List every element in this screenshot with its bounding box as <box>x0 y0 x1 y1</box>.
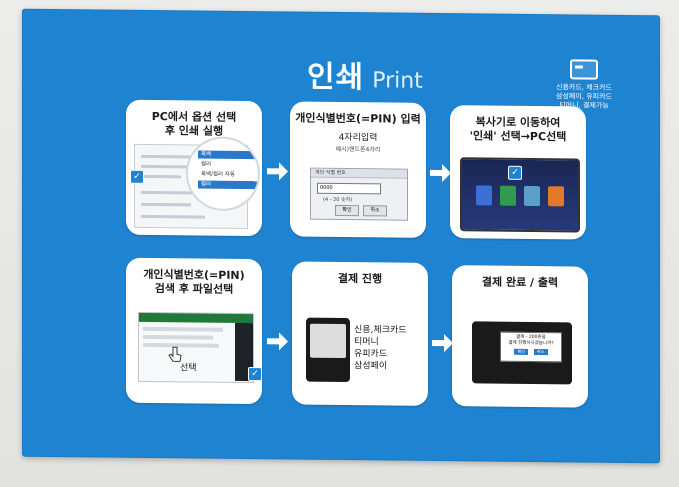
dialog-row <box>141 214 205 219</box>
step-2-card: 개인식별번호(=PIN) 입력 4자리입력 예시)핸드폰4자리 개인 식별 번호… <box>290 101 426 238</box>
step-4-title: 개인식별번호(=PIN) 검색 후 파일선택 <box>143 267 245 296</box>
terminal-screen <box>310 323 346 359</box>
color-option: 컬러 <box>201 161 212 168</box>
step-5-card: 결제 진행 신용,체크카드 티머니 유피카드 삼성페이 <box>292 261 428 406</box>
step-1-title: PC에서 옵션 선택 후 인쇄 실행 <box>151 110 237 138</box>
arrow-right-icon <box>432 334 453 353</box>
step-3-card: 복사기로 이동하여 '인쇄' 선택→PC선택 ✓ <box>450 105 586 240</box>
pin-field: 0000 <box>317 182 381 195</box>
list-row <box>143 334 213 340</box>
list-header <box>139 312 253 324</box>
step-2-title: 개인식별번호(=PIN) 입력 <box>295 111 421 126</box>
popup-message: 결제 - 200원을 결제 진행하시겠습니까? <box>508 334 554 347</box>
arrow-right-icon <box>267 162 288 181</box>
color-option: 흑백 <box>198 150 260 160</box>
step-5-title: 결제 진행 <box>337 271 383 286</box>
arrow-right-icon <box>430 164 451 183</box>
copier-screen-screenshot: ✓ <box>460 157 580 233</box>
payment-methods-list: 신용,체크카드 티머니 유피카드 삼성페이 <box>354 325 407 372</box>
arrow-right-icon <box>267 332 288 351</box>
cancel-button: 취소 <box>363 205 387 217</box>
step-6-card: 결제 완료 / 출력 결제 - 200원을 결제 진행하시겠습니까? 확인 취소 <box>452 265 588 408</box>
step-6-title: 결제 완료 / 출력 <box>481 275 559 290</box>
checkmark-icon: ✓ <box>248 367 262 382</box>
fax-tile-icon <box>548 186 564 207</box>
board-title: 인쇄 Print <box>307 52 423 97</box>
popup-cancel-button: 취소 <box>533 349 548 356</box>
card-icon <box>570 59 598 80</box>
pin-example-note: 예시)핸드폰4자리 <box>335 145 381 154</box>
select-label: 선택 <box>180 363 197 374</box>
list-row <box>143 326 223 332</box>
payment-complete-screenshot: 결제 - 200원을 결제 진행하시겠습니까? 확인 취소 <box>472 321 572 385</box>
color-option: 컬러 <box>198 180 260 190</box>
magnifier-zoom: 흑백 컬러 흑백/컬러 자동 컬러 <box>186 136 260 212</box>
print-instructions-board: 인쇄 Print 신용카드, 체크카드 삼성페이, 유피카드 티머니, 결제가능… <box>22 8 660 464</box>
checkmark-icon: ✓ <box>130 169 144 184</box>
payment-terminal-image <box>306 317 350 383</box>
popup-ok-button: 확인 <box>514 348 529 355</box>
ok-button: 확인 <box>335 204 359 217</box>
payment-confirm-popup: 결제 - 200원을 결제 진행하시겠습니까? 확인 취소 <box>500 331 562 363</box>
title-korean: 인쇄 <box>307 59 365 96</box>
print-tile-icon <box>500 185 516 206</box>
title-english: Print <box>372 68 423 94</box>
payment-methods-note: 신용카드, 체크카드 삼성페이, 유피카드 티머니, 결제가능 <box>538 59 630 111</box>
checkmark-icon: ✓ <box>508 165 522 180</box>
scan-tile-icon <box>524 185 540 207</box>
color-option: 흑백/컬러 자동 <box>201 171 235 178</box>
step-3-title: 복사기로 이동하여 '인쇄' 선택→PC선택 <box>469 115 567 144</box>
pin-length-note: 4자리입력 <box>338 132 378 144</box>
dialog-title: 개인 식별 번호 <box>311 168 407 179</box>
copy-tile-icon <box>476 185 492 206</box>
hand-pointer-icon <box>168 346 182 362</box>
dialog-row <box>141 202 191 207</box>
pin-hint: (4 - 20 숫자) <box>323 196 353 204</box>
pin-dialog-screenshot: 개인 식별 번호 0000 (4 - 20 숫자) 확인 취소 <box>310 167 408 221</box>
step-1-card: PC에서 옵션 선택 후 인쇄 실행 흑백 컬러 흑백/컬러 자동 컬러 ✓ <box>126 99 262 237</box>
step-4-card: 개인식별번호(=PIN) 검색 후 파일선택 선택 ✓ <box>126 257 262 405</box>
dialog-row <box>141 174 181 179</box>
